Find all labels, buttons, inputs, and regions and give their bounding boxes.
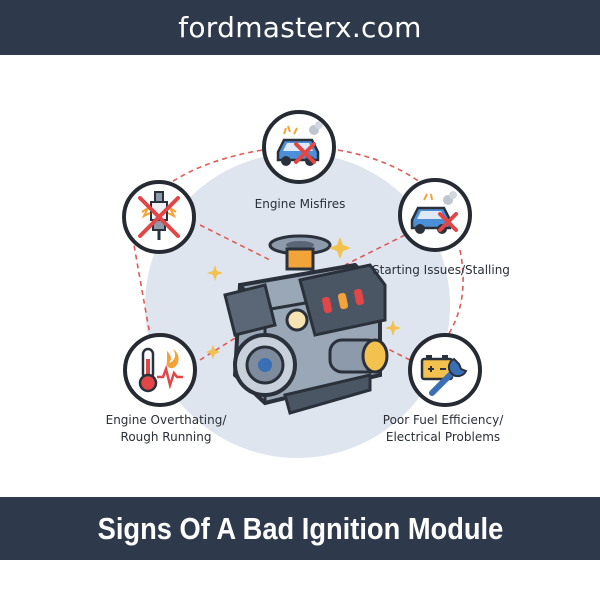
car-warning-icon [410, 191, 458, 234]
badge-overheating [123, 333, 197, 407]
diagram-title: Signs Of A Bad Ignition Module [97, 510, 503, 546]
battery-wrench-icon [420, 355, 468, 396]
spark-plug-icon [138, 191, 180, 240]
sign-label-overheating: Engine Overthating/ Rough Running [105, 413, 227, 444]
sign-label-fuel-electrical: Poor Fuel Efficiency/ Electrical Problem… [382, 413, 504, 444]
title-bar: Signs Of A Bad Ignition Module [0, 497, 600, 560]
sign-label-starting: Starting Issues/Stalling [372, 263, 510, 277]
site-name: fordmasterx.com [178, 11, 422, 44]
thermometer-icon [138, 347, 183, 393]
car-smoke-icon [276, 121, 323, 166]
badge-fuel-electrical [408, 333, 482, 407]
badge-starting [398, 178, 472, 252]
header-bar: fordmasterx.com [0, 0, 600, 55]
engine-icon [206, 234, 401, 415]
badge-spark-plug [122, 180, 196, 254]
badge-misfires [262, 110, 336, 184]
sign-label-misfires: Engine Misfires [254, 197, 346, 211]
